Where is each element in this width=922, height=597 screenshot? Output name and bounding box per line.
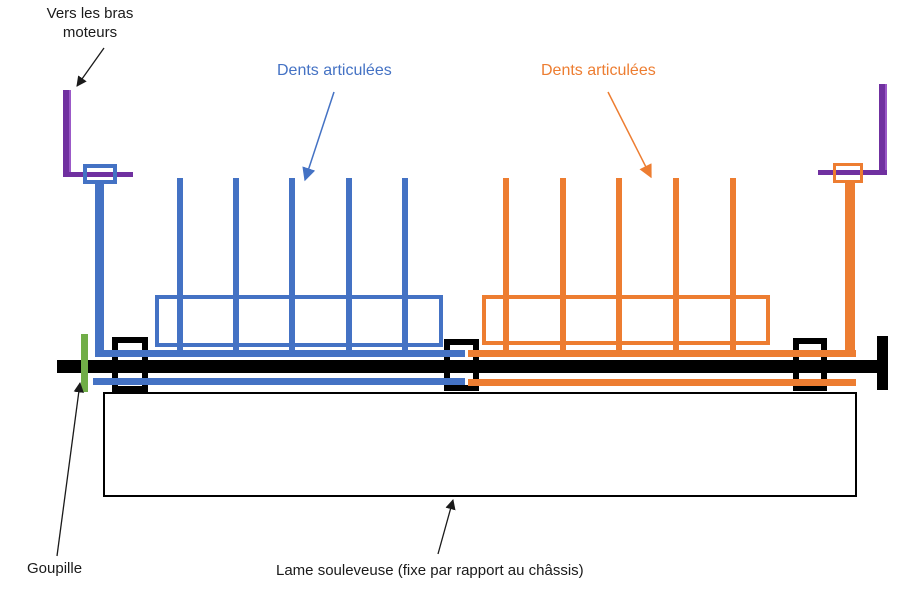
label-dents-articulees-left: Dents articulées <box>277 62 392 79</box>
lame-souleveuse-rect <box>103 392 857 497</box>
orange-support-bar <box>845 182 855 357</box>
blue-top-rail <box>95 350 465 357</box>
label-goupille: Goupille <box>27 560 83 577</box>
blue-tooth <box>402 178 408 350</box>
arrow-dents-right <box>607 91 652 179</box>
orange-tooth <box>730 178 736 350</box>
arrow-lame <box>437 498 456 555</box>
orange-bottom-rail <box>468 379 856 386</box>
label-lame-souleveuse: Lame souleveuse (fixe par rapport au châ… <box>276 562 584 579</box>
blue-tooth <box>289 178 295 350</box>
blue-tooth <box>346 178 352 350</box>
blue-support-bar <box>95 184 104 357</box>
blue-bottom-rail <box>93 378 465 385</box>
orange-tooth <box>560 178 566 350</box>
axle-bar <box>57 360 879 373</box>
purple-link-right-horizontal <box>818 170 887 175</box>
label-dents-articulees-right: Dents articulées <box>541 62 656 79</box>
orange-comb-frame <box>482 295 770 345</box>
purple-link-left-horizontal <box>63 172 133 177</box>
orange-tooth <box>503 178 509 350</box>
arrow-dents-left <box>302 91 335 182</box>
orange-tooth <box>673 178 679 350</box>
blue-tooth <box>233 178 239 350</box>
purple-link-right-vertical <box>879 84 887 172</box>
blue-tooth <box>177 178 183 350</box>
blue-comb-frame <box>155 295 443 347</box>
label-vers-les-bras-line1: Vers les bras <box>46 5 134 22</box>
orange-top-rail <box>468 350 856 357</box>
goupille-pin <box>81 334 88 392</box>
label-vers-les-bras-moteurs: Vers les bras moteurs <box>30 5 150 43</box>
orange-tooth <box>616 178 622 350</box>
blue-pivot-housing <box>83 164 117 184</box>
purple-link-left-vertical <box>63 90 71 177</box>
orange-pivot-housing <box>833 163 863 183</box>
axle-end-cap <box>877 336 888 390</box>
arrow-goupille <box>56 381 84 557</box>
arrow-vers-les-bras <box>76 47 105 87</box>
label-vers-les-bras-line2: moteurs <box>62 23 118 41</box>
